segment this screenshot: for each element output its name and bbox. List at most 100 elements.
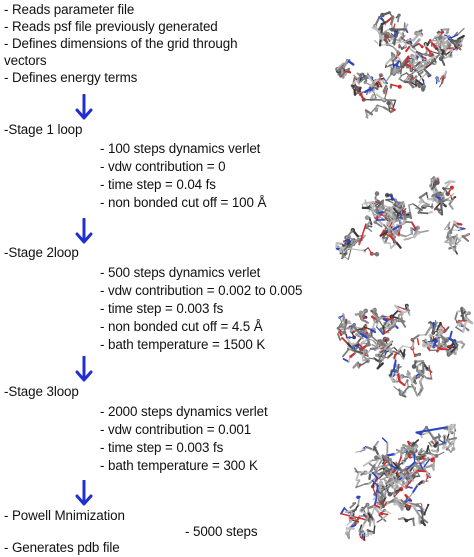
- bond-stick: [359, 75, 369, 83]
- atom: [408, 505, 412, 508]
- atom: [374, 455, 379, 460]
- bond-stick: [415, 426, 448, 434]
- bond-stick: [355, 479, 360, 489]
- bond-stick: [372, 487, 376, 494]
- bond-stick: [379, 79, 386, 84]
- bond-stick: [417, 81, 424, 92]
- bond-stick: [410, 83, 415, 89]
- bond-stick: [343, 255, 349, 260]
- bond-stick: [444, 221, 451, 230]
- bond-stick: [400, 36, 407, 42]
- bond-stick: [436, 30, 440, 34]
- bond-stick: [355, 483, 366, 489]
- atom: [380, 511, 384, 516]
- stage1-item-3: - time step = 0.04 fs: [100, 177, 216, 192]
- bond-stick: [456, 34, 465, 41]
- bond-stick: [404, 447, 414, 451]
- atom: [397, 84, 402, 89]
- atom: [365, 342, 371, 347]
- atom: [401, 65, 405, 69]
- atom: [387, 475, 391, 479]
- atom: [439, 321, 442, 325]
- bond-stick: [350, 238, 355, 245]
- bond-stick: [393, 502, 401, 506]
- bond-stick: [408, 75, 417, 84]
- bond-stick: [371, 26, 380, 33]
- bond-stick: [392, 475, 399, 482]
- bond-stick: [401, 385, 410, 396]
- bond-stick: [412, 483, 419, 493]
- down-arrow-icon: [74, 480, 94, 506]
- bond-stick: [452, 340, 458, 348]
- bond-stick: [396, 54, 402, 62]
- bond-stick: [398, 74, 403, 80]
- bond-stick: [355, 333, 364, 340]
- bond-stick: [456, 27, 465, 36]
- stage3-item-4: - bath temperature = 300 K: [100, 458, 258, 473]
- bond-stick: [400, 320, 407, 328]
- bond-stick: [402, 348, 406, 358]
- bond-stick: [362, 357, 370, 362]
- bond-stick: [440, 49, 445, 58]
- bond-stick: [369, 328, 377, 334]
- bond-stick: [392, 224, 401, 231]
- atom: [427, 503, 430, 506]
- bond-stick: [373, 476, 382, 483]
- bond-stick: [336, 332, 342, 341]
- bond-stick: [446, 438, 452, 447]
- molecule-image-3: [336, 303, 474, 398]
- bond-stick: [411, 381, 416, 389]
- bond-stick: [413, 50, 418, 59]
- bond-stick: [416, 338, 420, 346]
- bond-stick: [372, 519, 376, 528]
- bond-stick: [384, 73, 393, 84]
- atom: [376, 502, 380, 505]
- atom: [464, 316, 468, 320]
- bond-stick: [402, 354, 406, 360]
- bond-stick: [434, 207, 442, 212]
- atom: [364, 215, 370, 221]
- bond-stick: [437, 38, 444, 43]
- atom: [374, 251, 380, 257]
- bond-stick: [373, 504, 382, 509]
- bond-stick: [397, 201, 405, 208]
- atom: [433, 444, 437, 448]
- bond-stick: [373, 445, 380, 457]
- final-steps: - 5000 steps: [185, 524, 258, 539]
- bond-stick: [365, 348, 372, 356]
- bond-stick: [369, 464, 376, 473]
- bond-stick: [379, 339, 388, 349]
- bond-stick: [383, 77, 388, 84]
- stage1-item-1: - 100 steps dynamics verlet: [100, 141, 261, 156]
- bond-stick: [422, 431, 431, 436]
- bond-stick: [355, 362, 360, 369]
- bond-stick: [388, 221, 393, 229]
- bond-stick: [355, 472, 360, 482]
- bond-stick: [428, 365, 432, 380]
- final-output: - Generates pdb file: [4, 540, 120, 555]
- bond-stick: [395, 241, 402, 249]
- bond-stick: [339, 316, 343, 323]
- bond-stick: [376, 517, 384, 523]
- atom: [374, 191, 380, 196]
- bond-stick: [373, 459, 380, 467]
- bond-stick: [380, 230, 390, 237]
- bond-stick: [359, 311, 364, 322]
- bond-stick: [397, 373, 401, 383]
- bond-stick: [371, 471, 379, 479]
- bond-stick: [386, 43, 395, 48]
- bond-stick: [377, 360, 382, 369]
- atom: [417, 369, 422, 374]
- intro-line-3: - Defines dimensions of the grid through: [4, 36, 238, 51]
- bond-stick: [363, 87, 372, 94]
- bond-stick: [396, 363, 400, 373]
- bond-stick: [408, 204, 411, 214]
- stage2-item-2: - vdw contribution = 0.002 to 0.005: [100, 283, 303, 298]
- bond-stick: [351, 324, 361, 334]
- bond-stick: [383, 232, 393, 238]
- bond-stick: [357, 328, 365, 331]
- atom: [385, 469, 388, 473]
- bond-stick: [412, 445, 418, 454]
- bond-stick: [446, 47, 455, 50]
- bond-stick: [408, 59, 416, 69]
